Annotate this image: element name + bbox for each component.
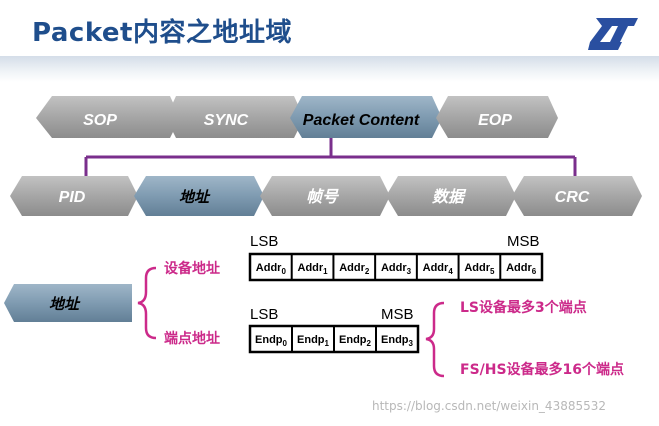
left-brace	[137, 266, 157, 340]
device-msb-label: MSB	[507, 233, 540, 250]
addr-cell-5: Addr5	[464, 262, 495, 276]
endp-cell-3: Endp3	[381, 334, 414, 348]
content-field-data: 数据	[386, 176, 516, 216]
title-underline-band	[0, 56, 659, 82]
content-field-frame-number: 帧号	[260, 176, 390, 216]
packet-field-eop: EOP	[436, 96, 558, 138]
content-field-label: 数据	[432, 187, 467, 206]
device-address-cells: Addr0 Addr1 Addr2 Addr3 Addr4 Addr5 Addr6	[256, 254, 537, 280]
right-brace	[425, 301, 445, 378]
endp-cell-2: Endp2	[339, 334, 372, 348]
fshs-endpoint-note: FS/HS设备最多16个端点	[460, 361, 624, 378]
address-box: 地址	[4, 284, 132, 322]
addr-cell-2: Addr2	[339, 262, 370, 276]
packet-field-sop: SOP	[36, 96, 180, 138]
tree-connector	[84, 134, 577, 178]
endpoint-lsb-label: LSB	[250, 306, 278, 323]
address-box-label: 地址	[49, 295, 81, 313]
packet-field-content: Packet Content	[290, 96, 442, 138]
content-field-label: 地址	[179, 188, 211, 206]
st-logo-icon	[588, 18, 638, 50]
watermark: https://blog.csdn.net/weixin_43885532	[372, 399, 607, 413]
packet-field-label: SOP	[83, 112, 117, 129]
device-lsb-label: LSB	[250, 233, 278, 250]
packet-field-label: SYNC	[204, 112, 249, 129]
addr-cell-4: Addr4	[423, 262, 454, 276]
endp-cell-1: Endp1	[297, 334, 330, 348]
content-field-pid: PID	[10, 176, 138, 216]
packet-field-label: Packet Content	[303, 112, 420, 129]
content-field-crc: CRC	[512, 176, 642, 216]
addr-cell-0: Addr0	[256, 262, 287, 276]
content-field-label: 帧号	[306, 187, 340, 206]
endpoint-address-label: 端点地址	[164, 330, 220, 347]
endpoint-address-cells: Endp0 Endp1 Endp2 Endp3	[255, 326, 414, 352]
content-field-label: PID	[59, 189, 86, 206]
device-address-label: 设备地址	[164, 260, 220, 277]
content-field-label: CRC	[555, 189, 590, 206]
page-title: Packet内容之地址域	[32, 18, 292, 48]
endp-cell-0: Endp0	[255, 334, 288, 348]
addr-cell-3: Addr3	[381, 262, 412, 276]
device-address-register	[248, 252, 544, 282]
endpoint-msb-label: MSB	[381, 306, 414, 323]
addr-cell-6: Addr6	[506, 262, 537, 276]
packet-field-sync: SYNC	[166, 96, 304, 138]
packet-field-label: EOP	[478, 112, 512, 129]
content-field-address: 地址	[134, 176, 264, 216]
addr-cell-1: Addr1	[298, 262, 329, 276]
ls-endpoint-note: LS设备最多3个端点	[460, 299, 587, 316]
